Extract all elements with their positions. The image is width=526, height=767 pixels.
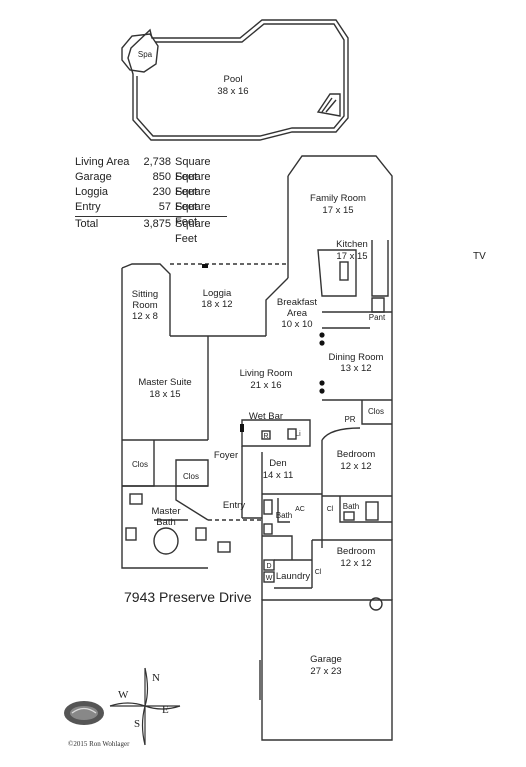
pr-label: PR xyxy=(344,415,355,424)
area-unit: Square Feet xyxy=(175,201,211,228)
ac-label: AC xyxy=(295,506,305,513)
pantry-label: Pant xyxy=(369,313,386,322)
breakfast-dims: 10 x 10 xyxy=(281,319,312,330)
pool-dims: 38 x 16 xyxy=(217,86,248,97)
liquor-mark: Li xyxy=(295,431,301,438)
den-label: Den xyxy=(269,458,286,469)
room-labels: Pool 38 x 16 Spa Family Room 17 x 15 Kit… xyxy=(132,50,386,677)
garage-label: Garage xyxy=(310,654,342,665)
area-value: 850 xyxy=(152,171,171,183)
area-label: Entry xyxy=(75,201,101,213)
copyright: ©2015 Ron Wohlager xyxy=(68,740,130,748)
wall-accents xyxy=(202,264,325,432)
cl1-label: Cl xyxy=(327,506,334,513)
area-unit: Square Feet xyxy=(175,156,211,183)
entry-label: Entry xyxy=(223,500,245,511)
area-value: 2,738 xyxy=(143,156,171,168)
bedroom2-dims: 12 x 12 xyxy=(340,558,371,569)
dining-dims: 13 x 12 xyxy=(340,363,371,374)
master-bath-label-1: Master xyxy=(151,506,180,517)
foyer-label: Foyer xyxy=(214,450,238,461)
compass-w: W xyxy=(118,689,129,701)
clos-left-label: Clos xyxy=(132,460,148,469)
kitchen-dims: 17 x 15 xyxy=(336,251,367,262)
bedroom2-label: Bedroom xyxy=(337,546,376,557)
area-table: Living Area 2,738 Square Feet Garage 850… xyxy=(75,155,227,245)
area-value: 230 xyxy=(152,186,171,198)
area-unit: Square Feet xyxy=(175,186,211,213)
bath2-label: Bath xyxy=(343,502,359,511)
pool-outline xyxy=(127,19,349,141)
master-bath-label-2: Bath xyxy=(156,517,176,528)
logo-icon xyxy=(64,701,104,725)
living-label: Living Room xyxy=(240,368,293,379)
area-row-total: Total 3,875 Square Feet xyxy=(75,217,227,245)
area-row-loggia: Loggia 230 Square Feet xyxy=(75,185,227,213)
loggia-outline xyxy=(121,263,171,336)
area-label: Loggia xyxy=(75,186,109,198)
den-dims: 14 x 11 xyxy=(263,470,293,481)
area-label: Total xyxy=(75,218,99,230)
pool-inner-outline xyxy=(136,23,345,137)
pool-steps xyxy=(316,93,341,117)
kitchen-label: Kitchen xyxy=(336,239,368,250)
family-room-label: Family Room xyxy=(310,193,366,204)
compass-letters: N S E W xyxy=(118,672,169,730)
family-room-dims: 17 x 15 xyxy=(322,205,353,216)
sitting-dims: 12 x 8 xyxy=(132,311,158,322)
bath-small-label: Bath xyxy=(276,511,292,520)
family-room-walls xyxy=(287,155,393,312)
area-row-living: Living Area 2,738 Square Feet xyxy=(75,155,227,183)
compass-s: S xyxy=(134,718,140,730)
master-suite-dims: 18 x 15 xyxy=(149,389,180,400)
breakfast-label-2: Area xyxy=(287,308,308,319)
refrigerator-mark: R xyxy=(263,433,268,440)
area-total-rule xyxy=(75,216,227,217)
spa-label: Spa xyxy=(138,50,153,59)
clos-right-label: Clos xyxy=(368,407,384,416)
compass-n: N xyxy=(152,672,160,684)
area-unit: Square Feet xyxy=(175,171,211,198)
area-row-garage: Garage 850 Square Feet xyxy=(75,170,227,198)
compass-e: E xyxy=(162,704,169,716)
pool-label: Pool xyxy=(223,74,242,85)
area-value: 57 xyxy=(158,201,171,213)
area-label: Garage xyxy=(75,171,112,183)
tv-label: TV xyxy=(473,251,486,262)
area-label: Living Area xyxy=(75,156,130,168)
dryer-mark: D xyxy=(266,563,271,570)
sitting-label-1: Sitting xyxy=(132,289,158,300)
bedroom1-label: Bedroom xyxy=(337,449,376,460)
clos-mid-label: Clos xyxy=(183,472,199,481)
address-title: 7943 Preserve Drive xyxy=(124,589,252,605)
spa-outline xyxy=(121,33,159,73)
living-dims: 21 x 16 xyxy=(250,380,281,391)
garage-dims: 27 x 23 xyxy=(310,666,341,677)
washer-mark: W xyxy=(266,575,273,582)
dining-label: Dining Room xyxy=(329,352,384,363)
wet-bar-label: Wet Bar xyxy=(249,411,283,422)
cl2-label: Cl xyxy=(315,569,322,576)
area-row-entry: Entry 57 Square Feet xyxy=(75,200,227,228)
breakfast-label-1: Breakfast xyxy=(277,297,317,308)
loggia-dims: 18 x 12 xyxy=(201,299,232,310)
laundry-label: Laundry xyxy=(276,571,311,582)
area-value: 3,875 xyxy=(143,218,171,230)
bedroom1-dims: 12 x 12 xyxy=(340,461,371,472)
compass xyxy=(109,667,181,746)
sitting-label-2: Room xyxy=(132,300,157,311)
walls xyxy=(121,19,393,741)
area-unit: Square Feet xyxy=(175,218,211,245)
master-suite-label: Master Suite xyxy=(138,377,191,388)
loggia-label: Loggia xyxy=(203,288,232,299)
